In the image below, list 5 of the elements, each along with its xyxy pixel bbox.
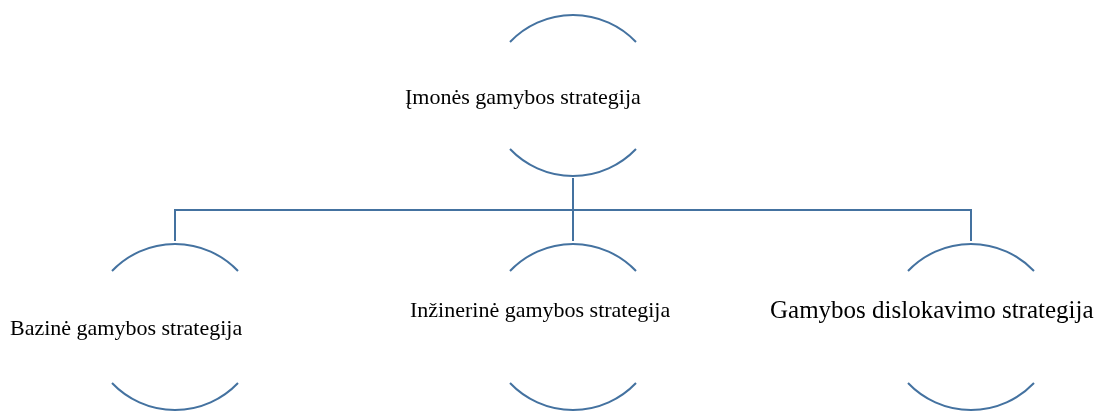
node-label: Inžinerinė gamybos strategija [410,297,672,323]
node-label: Gamybos dislokavimo strategija [770,296,1095,325]
node-label: Įmonės gamybos strategija [405,84,642,110]
node-label: Bazinė gamybos strategija [10,315,244,341]
connector-line [572,177,972,242]
